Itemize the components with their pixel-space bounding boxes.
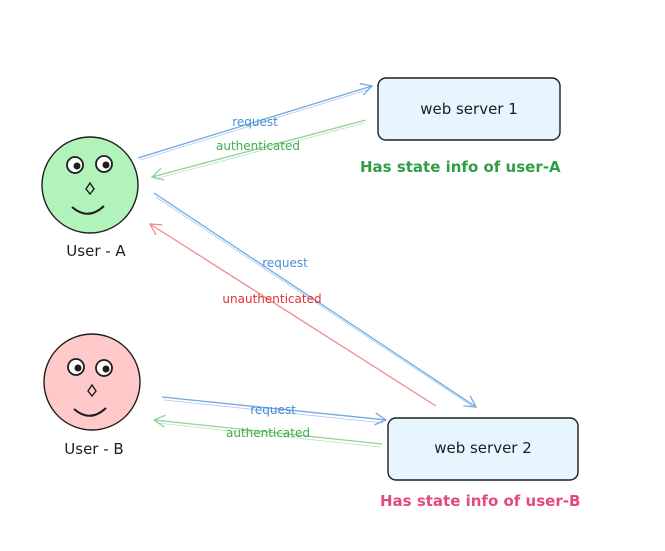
web-server-1-label: web server 1 [420, 100, 518, 118]
arrow-server2-to-b-authenticated-label: authenticated [226, 426, 310, 440]
user-b-label: User - B [64, 440, 123, 458]
web-server-2: web server 2 [387, 417, 579, 481]
user-a-mouth [71, 205, 105, 215]
arrow-b-to-server2-request [161, 396, 388, 426]
web-server-1: web server 1 [377, 77, 561, 141]
arrow-server1-to-a-authenticated-label: authenticated [216, 139, 300, 153]
arrow-server1-to-a-authenticated [150, 119, 367, 181]
user-a-avatar [41, 136, 139, 234]
user-a-left-eye [66, 156, 84, 174]
arrow-a-to-server1-request-label: request [232, 115, 278, 129]
user-a-label: User - A [66, 242, 126, 260]
arrow-a-to-server2-request-label: request [262, 256, 308, 270]
user-b-left-eye [67, 358, 85, 376]
arrow-server2-to-b-authenticated [152, 414, 383, 448]
arrow-server2-to-a-unauthenticated-label: unauthenticated [222, 292, 321, 306]
web-server-2-label: web server 2 [434, 439, 532, 457]
web-server-2-box [387, 417, 579, 481]
arrow-b-to-server2-request-label: request [250, 403, 296, 417]
user-b-right-eye [95, 359, 113, 377]
server-1-state-note: Has state info of user-A [360, 158, 561, 176]
web-server-1-box [377, 77, 561, 141]
user-b-nose [87, 383, 97, 398]
server-2-state-note: Has state info of user-B [380, 492, 580, 510]
user-b-mouth [73, 407, 107, 417]
arrow-a-to-server2-request [153, 192, 478, 408]
arrow-a-to-server1-request [137, 82, 374, 161]
arrow-server2-to-a-unauthenticated [148, 223, 437, 407]
user-a-right-eye [95, 155, 113, 173]
user-a-head [41, 136, 139, 234]
user-b-head [43, 333, 141, 431]
user-a-nose [85, 181, 95, 196]
user-b-avatar [43, 333, 141, 431]
